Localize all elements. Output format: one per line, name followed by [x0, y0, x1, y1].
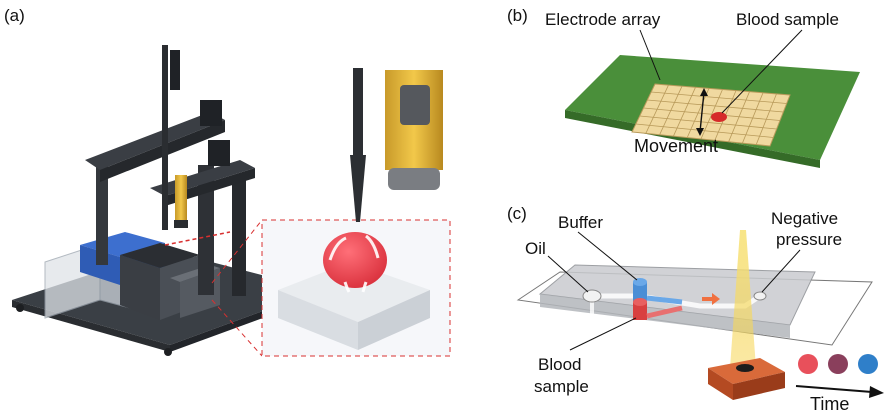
- droplet-purple: [828, 354, 848, 374]
- panel-b-label: (b): [507, 6, 528, 25]
- blood-droplet: [711, 112, 727, 122]
- panel-c-microfluidic-chip: [516, 230, 884, 400]
- panel-c-label: (c): [507, 204, 527, 223]
- panel-b-electrode-board: [565, 29, 860, 168]
- droplet-red: [798, 354, 818, 374]
- electrode-grid-line: [643, 107, 781, 121]
- panel-a-label: (a): [4, 6, 25, 25]
- electrode-grid-line: [647, 99, 784, 113]
- movement-arrow: [699, 91, 705, 133]
- electrode-grid-line: [639, 115, 777, 130]
- zoom-callout: [211, 68, 451, 357]
- panel-a-machine: [12, 45, 320, 356]
- time-arrow: [795, 385, 873, 393]
- droplet-blue: [858, 354, 878, 374]
- electrode-grid: [631, 83, 791, 147]
- electrode-array-label: Electrode array: [545, 10, 661, 29]
- oil-label: Oil: [525, 239, 546, 258]
- blood-sample-label-c-line2: sample: [534, 377, 589, 396]
- electrode-grid-line: [635, 123, 774, 138]
- negative-pressure-label-line2: pressure: [776, 230, 843, 249]
- negative-pressure-label-line1: Negative: [771, 209, 839, 228]
- blood-sample-label-b: Blood sample: [736, 10, 840, 29]
- electrode-grid-line: [651, 91, 787, 104]
- buffer-label: Buffer: [558, 213, 604, 232]
- movement-label: Movement: [634, 136, 719, 156]
- time-label: Time: [810, 394, 850, 414]
- blood-sample-label-c-line1: Blood: [538, 355, 582, 374]
